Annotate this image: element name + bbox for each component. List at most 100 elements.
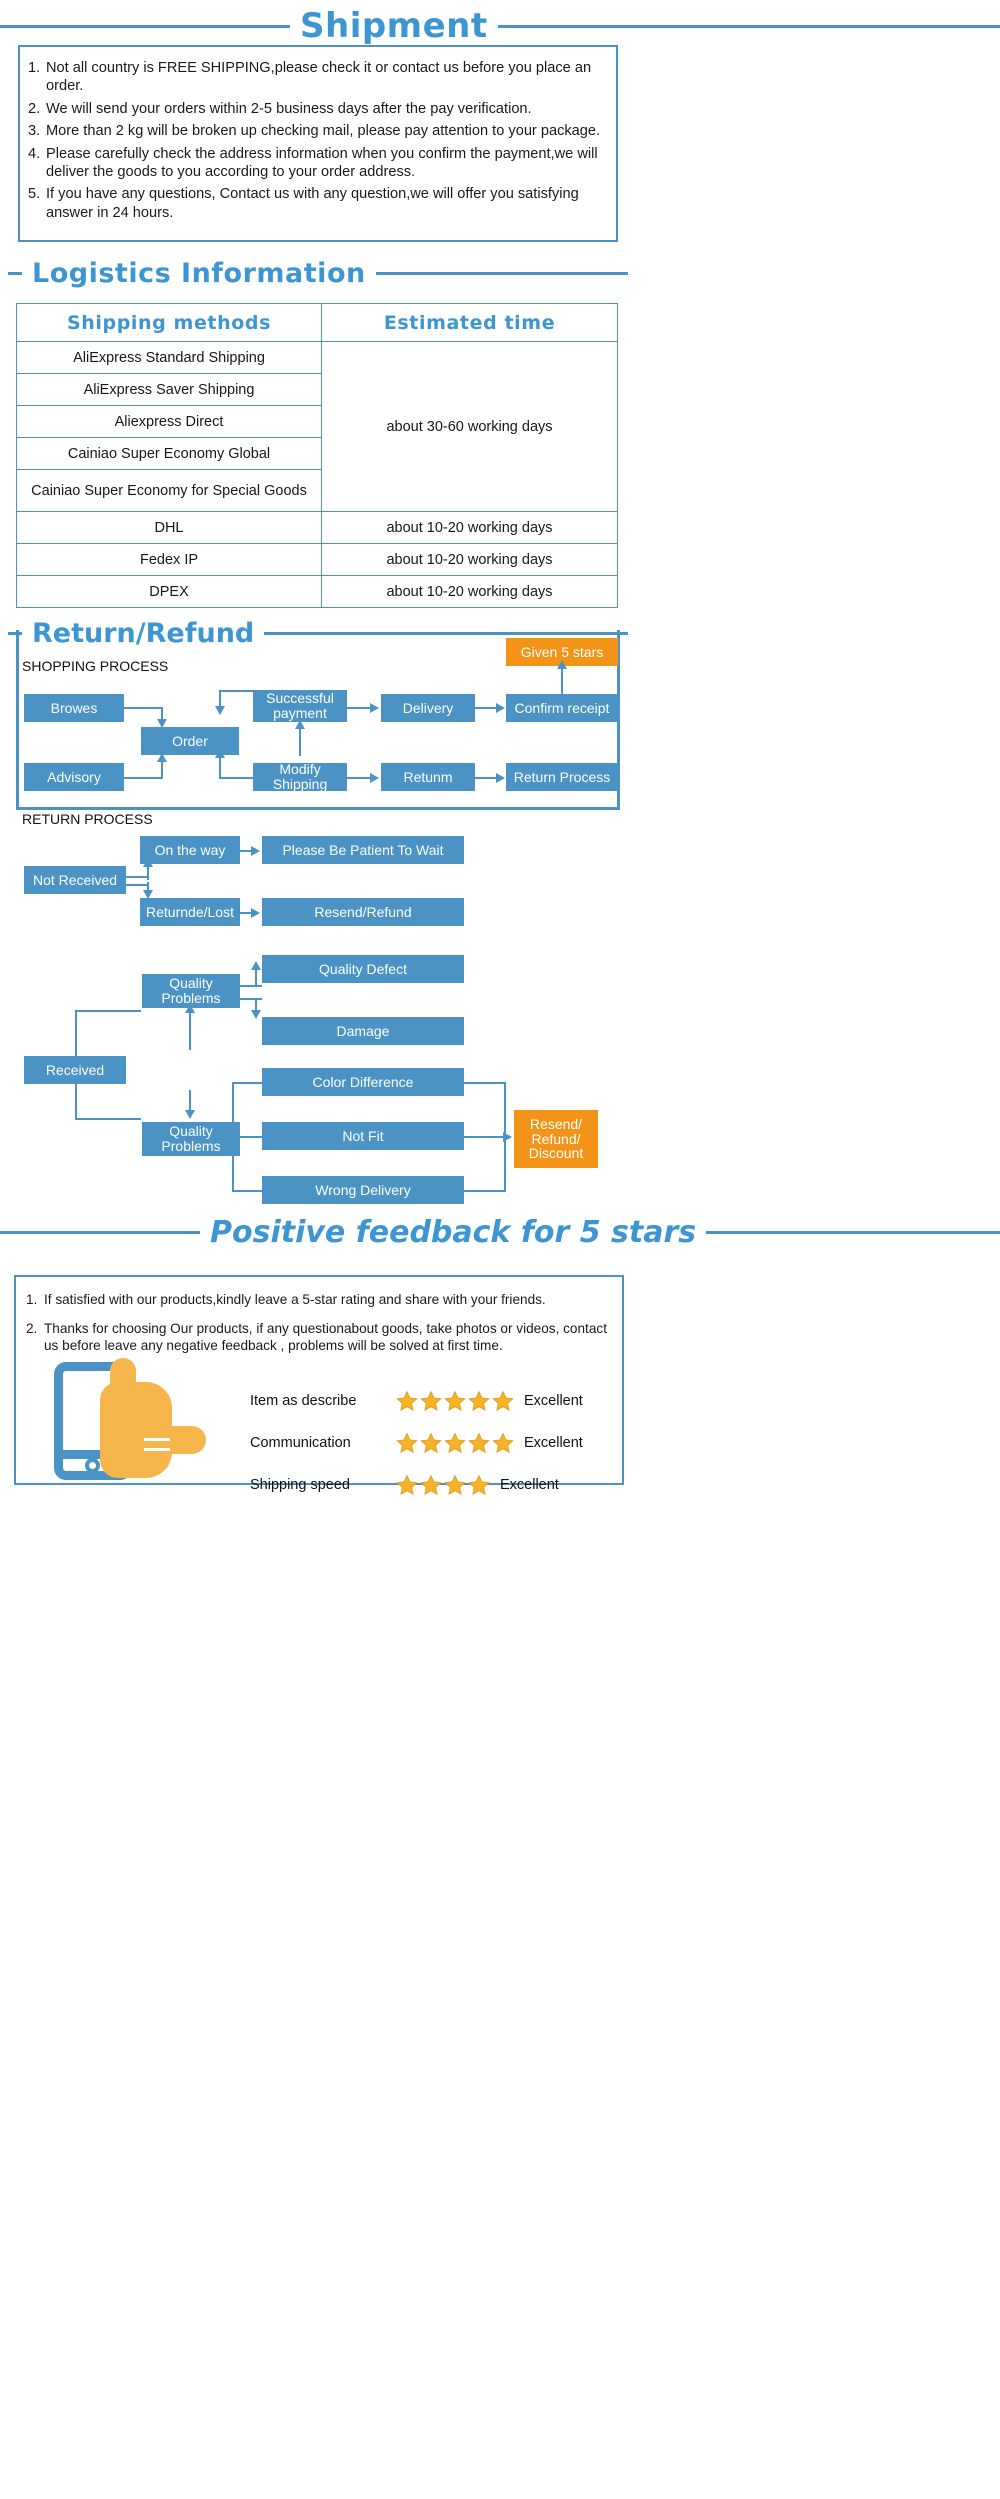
arrow-right-icon — [496, 773, 505, 783]
flow-node-resend-refund-discount: Resend/ Refund/ Discount — [514, 1110, 598, 1168]
flow-node-not-fit: Not Fit — [262, 1122, 464, 1150]
star-icon — [420, 1390, 442, 1411]
flow-node-quality-problems-2: Quality Problems — [142, 1122, 240, 1156]
flow-node-on-the-way: On the way — [140, 836, 240, 864]
connector — [189, 1090, 191, 1112]
logistics-section-header: Logistics Information — [8, 258, 628, 289]
connector — [240, 912, 252, 914]
connector — [147, 882, 149, 892]
item-number: 2. — [26, 1321, 38, 1337]
cell-time: about 10-20 working days — [321, 575, 618, 608]
flow-node-quality-problems-1: Quality Problems — [142, 974, 240, 1008]
flow-node-not-received: Not Received — [24, 866, 126, 894]
rule-right — [497, 24, 1000, 28]
connector — [240, 850, 252, 852]
connector — [124, 777, 162, 779]
return-section-header: Return/Refund — [8, 618, 628, 649]
flow-node-browes: Browes — [24, 694, 124, 722]
star-rating — [396, 1474, 490, 1496]
cell-method: AliExpress Standard Shipping — [16, 341, 322, 374]
arrow-up-icon — [215, 749, 225, 758]
cell-time: about 10-20 working days — [321, 511, 618, 544]
connector — [232, 1136, 234, 1192]
connector — [189, 1012, 191, 1050]
rating-label: Shipping speed — [250, 1477, 350, 1493]
feedback-section-header: Positive feedback for 5 stars — [0, 1215, 1000, 1250]
table-row: Cainiao Super Economy for Special Goods — [16, 469, 618, 512]
connector — [464, 1082, 506, 1084]
table-row: AliExpress Standard Shipping about 30-60… — [16, 341, 618, 512]
arrow-right-icon — [251, 908, 260, 918]
star-icon — [444, 1432, 466, 1453]
thumbs-up-icon — [48, 1358, 228, 1488]
star-icon — [468, 1390, 490, 1411]
arrow-up-icon — [295, 720, 305, 729]
connector — [299, 728, 301, 756]
logistics-title: Logistics Information — [32, 258, 366, 289]
rule-left — [0, 24, 290, 28]
item-number: 1. — [28, 60, 41, 76]
star-icon — [468, 1432, 490, 1453]
item-number: 3. — [28, 123, 41, 140]
list-item: 1. If satisfied with our products,kindly… — [26, 1291, 610, 1308]
column-header-method: Shipping methods — [16, 303, 322, 342]
shipment-list: 1. Not all country is FREE SHIPPING,plea… — [28, 59, 606, 222]
table-row: Aliexpress Direct — [16, 405, 618, 438]
connector — [464, 1136, 506, 1138]
star-icon — [492, 1432, 514, 1453]
connector — [232, 1190, 264, 1192]
rating-row-communication: Communication Excellent — [250, 1432, 583, 1454]
list-item: 2. Thanks for choosing Our products, if … — [26, 1320, 610, 1354]
connector — [161, 707, 163, 721]
item-text: Not all country is FREE SHIPPING,please … — [46, 60, 592, 95]
connector — [232, 1082, 264, 1084]
phone-home-button-icon — [85, 1458, 100, 1473]
item-number: 1. — [26, 1292, 38, 1307]
flow-node-return-process: Return Process — [506, 763, 618, 791]
arrow-down-icon — [143, 890, 153, 899]
table-row: Fedex IP about 10-20 working days — [16, 543, 618, 576]
rating-row-shipping-speed: Shipping speed Excellent — [250, 1474, 559, 1496]
flow-node-quality-defect: Quality Defect — [262, 955, 464, 983]
connector — [255, 998, 257, 1012]
star-rating — [396, 1432, 514, 1454]
table-header-row: Shipping methods Estimated time — [16, 303, 618, 342]
rule-right — [264, 632, 628, 635]
arrow-down-icon — [185, 1110, 195, 1119]
arrow-right-icon — [370, 773, 379, 783]
list-item: 4. Please carefully check the address in… — [28, 145, 606, 182]
arrow-right-icon — [503, 1132, 512, 1142]
table-row: DPEX about 10-20 working days — [16, 575, 618, 608]
cell-method: Fedex IP — [16, 543, 322, 576]
arrow-up-icon — [185, 1004, 195, 1013]
connector — [161, 761, 163, 779]
item-text: If satisfied with our products,kindly le… — [44, 1292, 546, 1307]
arrow-down-icon — [251, 1010, 261, 1019]
arrow-right-icon — [251, 846, 260, 856]
flow-node-advisory: Advisory — [24, 763, 124, 791]
cell-time-grouped: about 30-60 working days — [321, 341, 618, 512]
flow-node-please-be-patient: Please Be Patient To Wait — [262, 836, 464, 864]
flow-node-retunm: Retunm — [381, 763, 475, 791]
cell-time: about 10-20 working days — [321, 543, 618, 576]
connector — [347, 707, 371, 709]
star-icon — [444, 1390, 466, 1411]
arrow-down-icon — [215, 706, 225, 715]
rule-left — [8, 632, 22, 635]
connector — [219, 777, 259, 779]
connector — [219, 757, 221, 779]
cell-method: Cainiao Super Economy for Special Goods — [16, 469, 322, 512]
flow-node-damage: Damage — [262, 1017, 464, 1045]
connector — [75, 1010, 141, 1012]
flow-node-wrong-delivery: Wrong Delivery — [262, 1176, 464, 1204]
rule-right — [706, 1231, 1000, 1234]
connector — [240, 985, 262, 987]
flow-node-confirm-receipt: Confirm receipt — [506, 694, 618, 722]
connector — [464, 1190, 506, 1192]
flow-node-modify-shipping: Modify Shipping — [253, 762, 347, 791]
rule-left — [0, 1231, 200, 1234]
list-item: 5. If you have any questions, Contact us… — [28, 185, 606, 222]
connector — [124, 707, 162, 709]
flow-node-resend-refund: Resend/Refund — [262, 898, 464, 926]
star-icon — [396, 1474, 418, 1495]
